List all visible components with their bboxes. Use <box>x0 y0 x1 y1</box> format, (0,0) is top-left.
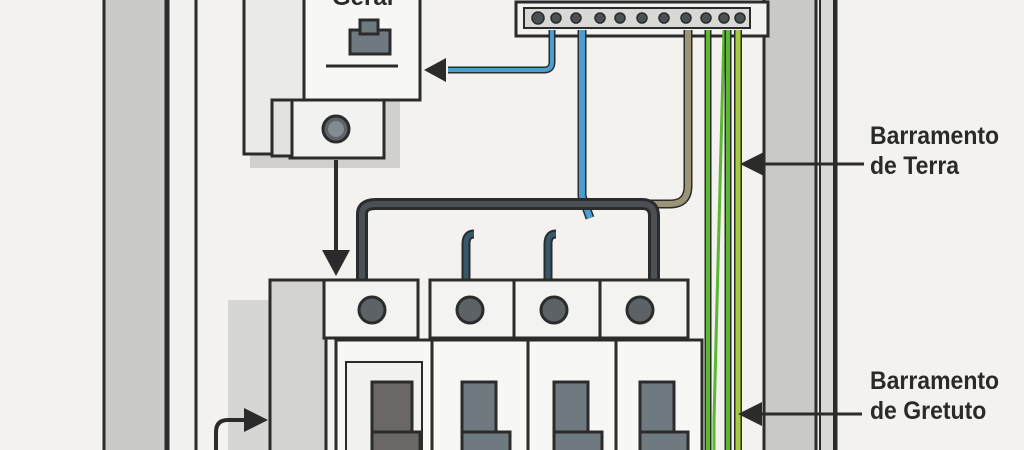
breaker-row-side <box>268 278 328 450</box>
breaker-module-2 <box>430 338 530 450</box>
green-wire-2 <box>712 29 726 450</box>
terminal-block-3 <box>512 278 602 340</box>
earth-bus-pointer-head <box>740 152 764 176</box>
arrow-down-head <box>322 250 350 276</box>
enclosure-right-edge <box>819 0 835 450</box>
neutral-bus-label-line1: Barramento <box>870 367 1000 395</box>
main-breaker-toggle <box>348 18 392 56</box>
earth-bus-label-line2: de Terra <box>870 152 960 180</box>
tan-wire <box>640 30 693 209</box>
dark-bus-loop <box>356 198 660 280</box>
neutral-bus-pointer-head <box>738 402 762 426</box>
main-breaker-terminal <box>288 98 386 160</box>
enclosure-right-rail <box>762 0 818 450</box>
neutral-bus-label: Barramento de Gretuto <box>870 366 999 426</box>
breaker-module-4 <box>614 338 704 450</box>
terminal-block-4 <box>598 278 690 340</box>
top-bus-bar <box>514 0 770 38</box>
earth-bus-label: Barramento de Terra <box>870 121 999 181</box>
breaker-module-3 <box>526 338 618 450</box>
enclosure-left-rail <box>102 0 168 450</box>
curved-arrow <box>214 418 246 450</box>
neutral-bus-label-line2: de Gretuto <box>870 397 987 425</box>
earth-bus-label-line1: Barramento <box>870 122 1000 150</box>
breaker-module-1 <box>334 338 434 450</box>
terminal-block-2 <box>428 278 516 340</box>
main-breaker-label: Geral <box>332 0 393 12</box>
terminal-block-1 <box>322 278 420 340</box>
arrow-to-main-breaker <box>424 58 446 82</box>
enclosure-left-inner <box>166 0 198 450</box>
